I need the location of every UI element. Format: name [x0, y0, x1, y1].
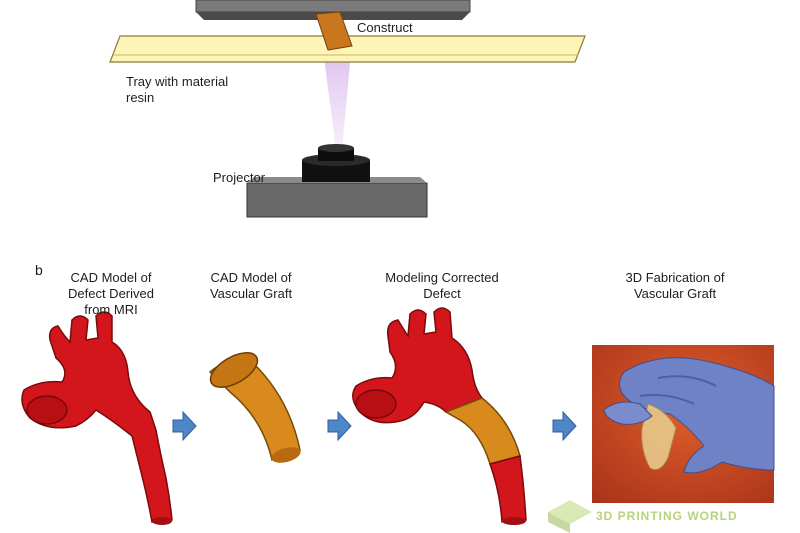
projector — [246, 144, 428, 218]
process-arrow-1 — [172, 410, 197, 442]
step-title-fabrication: 3D Fabrication of Vascular Graft — [600, 270, 750, 302]
resin-tray — [109, 35, 586, 63]
uv-light-beam — [322, 42, 352, 150]
step-1-title-line-3: from MRI — [84, 302, 138, 317]
corrected-defect-model — [352, 307, 527, 525]
step-3-title-line-2: Defect — [423, 286, 461, 301]
cad-graft-model — [208, 352, 301, 463]
cad-defect-model — [21, 311, 173, 525]
process-arrow-2 — [327, 410, 352, 442]
step-title-graft-model: CAD Model of Vascular Graft — [186, 270, 316, 302]
step-4-title-line-1: 3D Fabrication of — [625, 270, 725, 285]
step-title-corrected-defect: Modeling Corrected Defect — [362, 270, 522, 302]
construct-label: Construct — [357, 20, 413, 35]
tray-label-line-2: resin — [126, 90, 155, 105]
step-2-title-line-2: Vascular Graft — [209, 286, 293, 301]
step-1-title-line-2: Defect Derived — [68, 286, 154, 301]
step-1-title-line-1: CAD Model of — [70, 270, 152, 285]
printed-construct — [315, 11, 353, 51]
step-title-defect-model: CAD Model of Defect Derived from MRI — [36, 270, 186, 318]
tray-label: Tray with material resin — [126, 74, 228, 106]
fabricated-graft-photo — [592, 345, 775, 503]
tray-label-line-1: Tray with material — [126, 74, 229, 89]
step-2-title-line-1: CAD Model of — [210, 270, 292, 285]
process-arrow-3 — [552, 410, 577, 442]
step-4-title-line-2: Vascular Graft — [633, 286, 717, 301]
projector-label: Projector — [213, 170, 266, 185]
panel-letter: b — [35, 262, 43, 278]
watermark-logo — [548, 500, 592, 533]
watermark-text: 3D PRINTING WORLD — [596, 509, 738, 523]
step-3-title-line-1: Modeling Corrected — [385, 270, 499, 285]
